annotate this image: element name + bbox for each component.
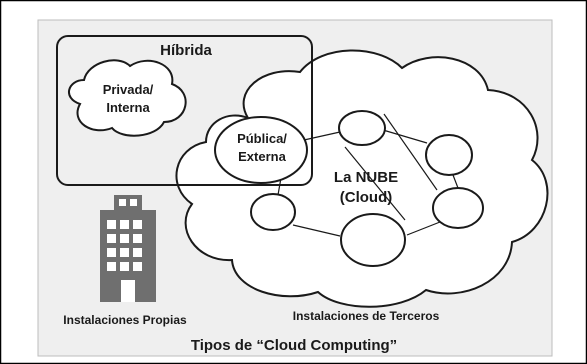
public-label-line1: Pública/ — [237, 131, 287, 146]
building-icon — [100, 195, 156, 302]
hybrid-region — [56, 35, 313, 186]
diagram-caption: Tipos de “Cloud Computing” — [191, 337, 397, 354]
private-label-line2: Interna — [106, 100, 150, 115]
network-node — [340, 213, 406, 267]
third-party-facilities-label: Instalaciones de Terceros — [293, 309, 440, 323]
own-facilities-label: Instalaciones Propias — [63, 313, 187, 327]
public-label-line2: Externa — [238, 149, 286, 164]
network-node — [432, 187, 484, 229]
private-cloud-shape — [68, 59, 187, 137]
cloud-label-line2: (Cloud) — [340, 189, 392, 206]
cloud-label-line1: La NUBE — [334, 169, 398, 186]
private-label-line1: Privada/ — [103, 82, 154, 97]
network-node — [338, 110, 386, 146]
public-node — [214, 116, 308, 184]
hybrid-label: Híbrida — [160, 42, 212, 59]
network-node — [425, 134, 473, 176]
network-node — [250, 193, 296, 231]
public-cloud-shape — [175, 49, 549, 308]
